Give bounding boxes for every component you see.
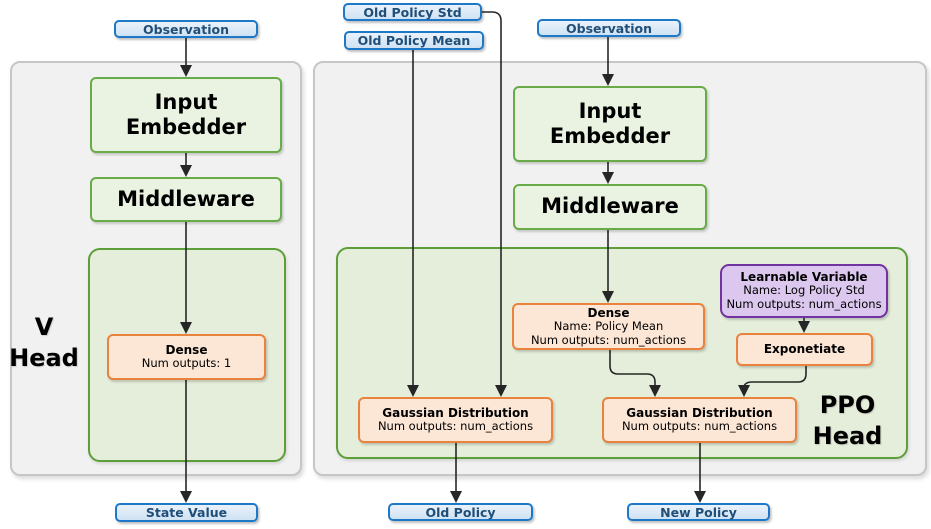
dense-policy-mean-title: Dense <box>587 305 630 320</box>
exponetiate-block-label: Exponetiate <box>763 342 846 357</box>
observation-input-ppo: Observation <box>537 19 681 37</box>
input-embedder-block-v: Input Embedder <box>90 77 282 153</box>
new-policy-output: New Policy <box>627 503 770 521</box>
middleware-block-v-label: Middleware <box>117 186 255 211</box>
gaussian-distribution-new-block: Gaussian Distribution Num outputs: num_a… <box>602 397 797 443</box>
observation-input-v: Observation <box>114 20 258 38</box>
input-embedder-block-v-label: Input Embedder <box>125 89 247 139</box>
ppo-head-label: PPO Head <box>805 390 890 452</box>
observation-input-ppo-label: Observation <box>566 20 652 36</box>
old-policy-std-input-label: Old Policy Std <box>363 4 462 20</box>
old-policy-output: Old Policy <box>388 503 533 521</box>
gaussian-new-title: Gaussian Distribution <box>626 405 773 420</box>
input-embedder-block-ppo-label: Input Embedder <box>549 98 671 148</box>
new-policy-output-label: New Policy <box>660 504 737 520</box>
gaussian-old-title: Gaussian Distribution <box>382 405 529 420</box>
exponetiate-block: Exponetiate <box>736 333 873 366</box>
dense-policy-mean-num-outputs: Num outputs: num_actions <box>530 332 687 347</box>
middleware-block-v: Middleware <box>90 177 282 222</box>
input-embedder-block-ppo: Input Embedder <box>513 86 707 162</box>
gaussian-new-num-outputs: Num outputs: num_actions <box>621 419 778 434</box>
learnable-variable-block: Learnable Variable Name: Log Policy Std … <box>720 264 888 318</box>
v-head-label-line2: Head <box>9 344 79 373</box>
ppo-head-label-line1: PPO <box>819 391 876 419</box>
ppo-head-label-line2: Head <box>812 422 883 451</box>
old-policy-output-label: Old Policy <box>425 504 496 520</box>
observation-input-v-label: Observation <box>143 21 229 37</box>
dense-block-v-num-outputs: Num outputs: 1 <box>141 356 232 371</box>
dense-block-v-title: Dense <box>165 342 208 357</box>
middleware-block-ppo-label: Middleware <box>541 194 679 219</box>
state-value-output: State Value <box>115 503 258 522</box>
arrow-exponetiate-to-gaussian-new <box>738 366 807 397</box>
gaussian-distribution-old-block: Gaussian Distribution Num outputs: num_a… <box>358 397 553 443</box>
middleware-block-ppo: Middleware <box>513 184 707 230</box>
dense-policy-mean-name: Name: Policy Mean <box>553 318 664 333</box>
v-head-label-line1: V <box>34 313 54 341</box>
gaussian-old-num-outputs: Num outputs: num_actions <box>377 419 534 434</box>
arrow-dense-to-gaussian-new <box>609 350 661 397</box>
dense-block-v: Dense Num outputs: 1 <box>107 334 266 380</box>
old-policy-mean-input-label: Old Policy Mean <box>357 33 471 48</box>
old-policy-std-input: Old Policy Std <box>343 3 482 21</box>
dense-policy-mean-block: Dense Name: Policy Mean Num outputs: num… <box>512 303 705 350</box>
state-value-output-label: State Value <box>145 505 228 520</box>
arrow-old-policy-std-to-gaussian-old <box>482 11 507 397</box>
v-head-label: V Head <box>3 312 85 374</box>
old-policy-mean-input: Old Policy Mean <box>344 31 484 50</box>
learnable-variable-title: Learnable Variable <box>740 270 868 284</box>
learnable-variable-num-outputs: Num outputs: num_actions <box>726 297 882 312</box>
learnable-variable-name: Name: Log Policy Std <box>743 283 865 298</box>
